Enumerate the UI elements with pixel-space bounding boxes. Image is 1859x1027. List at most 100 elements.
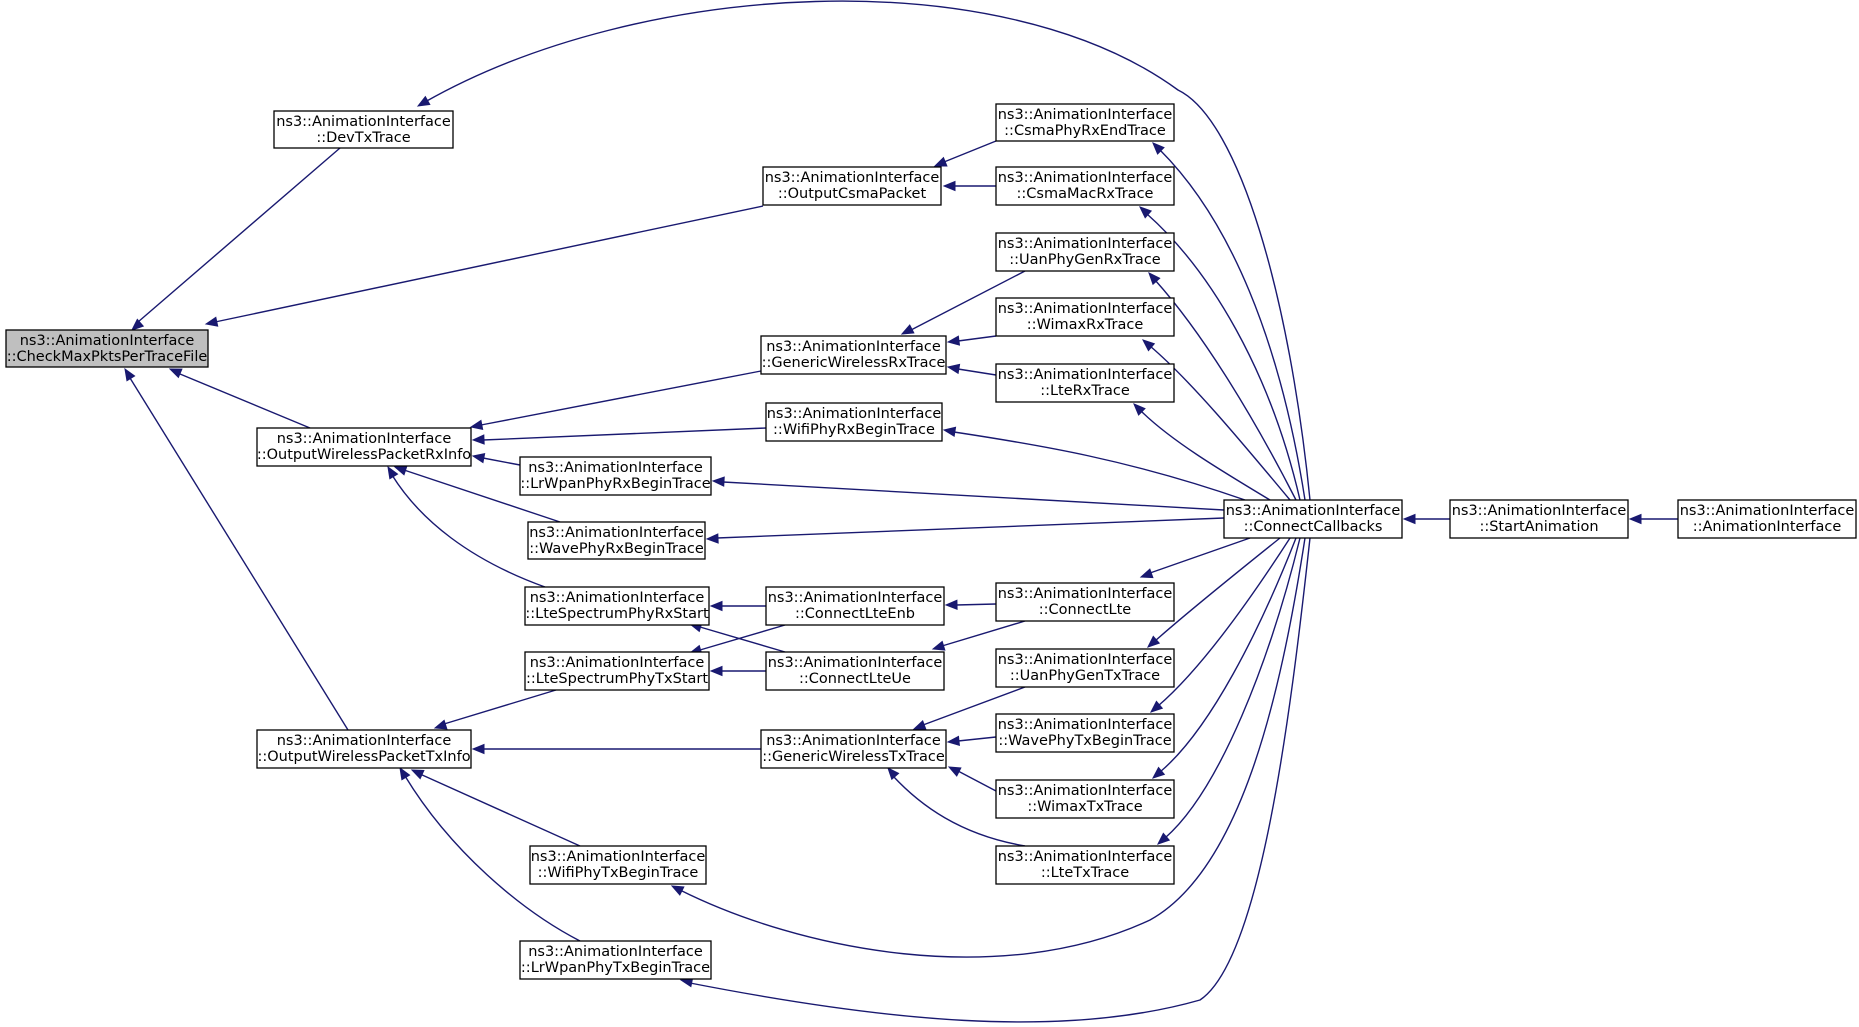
edge-line — [179, 373, 311, 429]
arrowhead-icon — [887, 767, 900, 781]
edge-line — [443, 689, 557, 725]
edge-ConnectLte-to-ConnectLteEnb — [944, 599, 997, 611]
arrowhead-icon — [1628, 513, 1642, 525]
arrowhead-icon — [469, 419, 484, 430]
edge-line — [1157, 537, 1291, 707]
arrowhead-icon — [931, 640, 946, 651]
node-ConnectCallbacks[interactable]: ns3::AnimationInterface::ConnectCallback… — [1223, 499, 1403, 539]
edge-GenericWirelessRxTrace-to-OutputWirelessPacketRxInfo — [469, 370, 762, 430]
node-LteTxTrace[interactable]: ns3::AnimationInterface::LteTxTrace — [995, 845, 1175, 885]
edge-WifiPhyTxBeginTrace-to-OutputWirelessPacketTxInfo — [410, 769, 581, 847]
node-label-namespace: ns3::AnimationInterface — [1680, 503, 1855, 519]
edge-line — [922, 686, 1026, 726]
edge-line — [689, 537, 1311, 1023]
edge-line — [482, 457, 521, 466]
node-ConnectLte[interactable]: ns3::AnimationInterface::ConnectLte — [995, 582, 1175, 622]
node-box — [1223, 499, 1403, 539]
node-UanPhyGenTxTrace[interactable]: ns3::AnimationInterface::UanPhyGenTxTrac… — [995, 648, 1175, 688]
node-label-namespace: ns3::AnimationInterface — [998, 367, 1173, 383]
node-OutputWirelessPacketTxInfo[interactable]: ns3::AnimationInterface::OutputWirelessP… — [256, 729, 472, 769]
edge-ConnectLte-to-ConnectLteUe — [931, 620, 1026, 651]
node-box — [524, 651, 710, 691]
arrowhead-icon — [1149, 700, 1164, 713]
edge-line — [943, 140, 997, 163]
node-label-method: ::OutputCsmaPacket — [778, 186, 927, 202]
node-LteRxTrace[interactable]: ns3::AnimationInterface::LteRxTrace — [995, 363, 1175, 403]
arrowhead-icon — [471, 434, 485, 445]
node-WifiPhyTxBeginTrace[interactable]: ns3::AnimationInterface::WifiPhyTxBeginT… — [529, 845, 707, 885]
node-ConnectLteEnb[interactable]: ns3::AnimationInterface::ConnectLteEnb — [765, 586, 945, 626]
node-WavePhyTxBeginTrace[interactable]: ns3::AnimationInterface::WavePhyTxBeginT… — [995, 713, 1175, 753]
arrowhead-icon — [946, 335, 961, 346]
arrowhead-icon — [168, 368, 183, 379]
node-ConnectLteUe[interactable]: ns3::AnimationInterface::ConnectLteUe — [765, 651, 945, 691]
arrowhead-icon — [433, 719, 448, 730]
node-WavePhyRxBeginTrace[interactable]: ns3::AnimationInterface::WavePhyRxBeginT… — [527, 521, 706, 560]
edge-CsmaPhyRxEndTrace-to-OutputCsmaPacket — [933, 140, 997, 167]
arrowhead-icon — [204, 316, 219, 327]
edge-line — [1149, 345, 1291, 501]
arrowhead-icon — [1139, 568, 1154, 579]
node-LteSpectrumPhyRxStart[interactable]: ns3::AnimationInterface::LteSpectrumPhyR… — [524, 586, 710, 626]
node-LrWpanPhyTxBeginTrace[interactable]: ns3::AnimationInterface::LrWpanPhyTxBegi… — [519, 940, 712, 980]
node-label-namespace: ns3::AnimationInterface — [767, 406, 942, 422]
node-AnimationInterface[interactable]: ns3::AnimationInterface::AnimationInterf… — [1677, 499, 1857, 539]
node-label-namespace: ns3::AnimationInterface — [768, 590, 943, 606]
node-label-method: ::OutputWirelessPacketTxInfo — [257, 749, 470, 765]
edge-line — [1139, 409, 1271, 501]
edge-UanPhyGenTxTrace-to-GenericWirelessTxTrace — [912, 686, 1026, 730]
arrowhead-icon — [709, 665, 723, 677]
node-box — [760, 335, 947, 375]
node-CheckMaxPktsPerTraceFile[interactable]: ns3::AnimationInterface::CheckMaxPktsPer… — [5, 329, 209, 368]
arrowhead-icon — [946, 735, 960, 747]
node-label-namespace: ns3::AnimationInterface — [277, 733, 452, 749]
node-label-method: ::LteTxTrace — [1041, 865, 1129, 881]
arrowhead-icon — [1133, 403, 1146, 416]
node-label-namespace: ns3::AnimationInterface — [530, 590, 705, 606]
arrowhead-icon — [947, 766, 962, 777]
node-UanPhyGenRxTrace[interactable]: ns3::AnimationInterface::UanPhyGenRxTrac… — [995, 232, 1175, 272]
node-OutputCsmaPacket[interactable]: ns3::AnimationInterface::OutputCsmaPacke… — [762, 166, 942, 206]
edge-line — [957, 736, 997, 742]
node-WimaxRxTrace[interactable]: ns3::AnimationInterface::WimaxRxTrace — [995, 297, 1175, 337]
edge-line — [1154, 279, 1297, 501]
node-CsmaPhyRxEndTrace[interactable]: ns3::AnimationInterface::CsmaPhyRxEndTra… — [995, 103, 1175, 142]
arrowhead-icon — [944, 599, 958, 611]
node-LteSpectrumPhyTxStart[interactable]: ns3::AnimationInterface::LteSpectrumPhyT… — [524, 651, 710, 691]
edge-line — [482, 427, 767, 441]
edge-line — [1149, 537, 1251, 574]
node-label-namespace: ns3::AnimationInterface — [529, 525, 704, 541]
node-label-namespace: ns3::AnimationInterface — [998, 652, 1173, 668]
arrowhead-icon — [1151, 766, 1166, 779]
node-CsmaMacRxTrace[interactable]: ns3::AnimationInterface::CsmaMacRxTrace — [995, 166, 1175, 206]
node-label-namespace: ns3::AnimationInterface — [765, 170, 940, 186]
edge-line — [424, 0, 1311, 501]
node-StartAnimation[interactable]: ns3::AnimationInterface::StartAnimation — [1449, 499, 1629, 539]
node-LrWpanPhyRxBeginTrace[interactable]: ns3::AnimationInterface::LrWpanPhyRxBegi… — [519, 456, 712, 496]
edge-line — [1159, 537, 1297, 773]
node-box — [995, 648, 1175, 688]
node-WifiPhyRxBeginTrace[interactable]: ns3::AnimationInterface::WifiPhyRxBeginT… — [765, 402, 943, 442]
node-label-namespace: ns3::AnimationInterface — [20, 333, 195, 349]
edge-line — [699, 624, 786, 651]
edge-WifiPhyRxBeginTrace-to-OutputWirelessPacketRxInfo — [471, 427, 767, 445]
node-label-method: ::ConnectLteUe — [799, 671, 911, 687]
edge-line — [699, 626, 786, 653]
node-box — [1449, 499, 1629, 539]
node-OutputWirelessPacketRxInfo[interactable]: ns3::AnimationInterface::OutputWirelessP… — [256, 427, 472, 467]
node-box — [762, 166, 942, 206]
node-label-method: ::LrWpanPhyRxBeginTrace — [520, 476, 710, 492]
arrowhead-icon — [471, 453, 486, 464]
arrowhead-icon — [410, 769, 425, 780]
node-GenericWirelessRxTrace[interactable]: ns3::AnimationInterface::GenericWireless… — [760, 335, 947, 375]
arrowhead-icon — [942, 426, 957, 437]
node-WimaxTxTrace[interactable]: ns3::AnimationInterface::WimaxTxTrace — [995, 779, 1175, 819]
edge-line — [403, 469, 561, 523]
node-DevTxTrace[interactable]: ns3::AnimationInterface::DevTxTrace — [273, 110, 454, 149]
arrowhead-icon — [1402, 513, 1416, 525]
edge-line — [722, 481, 1225, 511]
node-label-method: ::WavePhyRxBeginTrace — [529, 541, 704, 557]
edge-line — [910, 270, 1026, 331]
node-GenericWirelessTxTrace[interactable]: ns3::AnimationInterface::GenericWireless… — [760, 729, 947, 769]
